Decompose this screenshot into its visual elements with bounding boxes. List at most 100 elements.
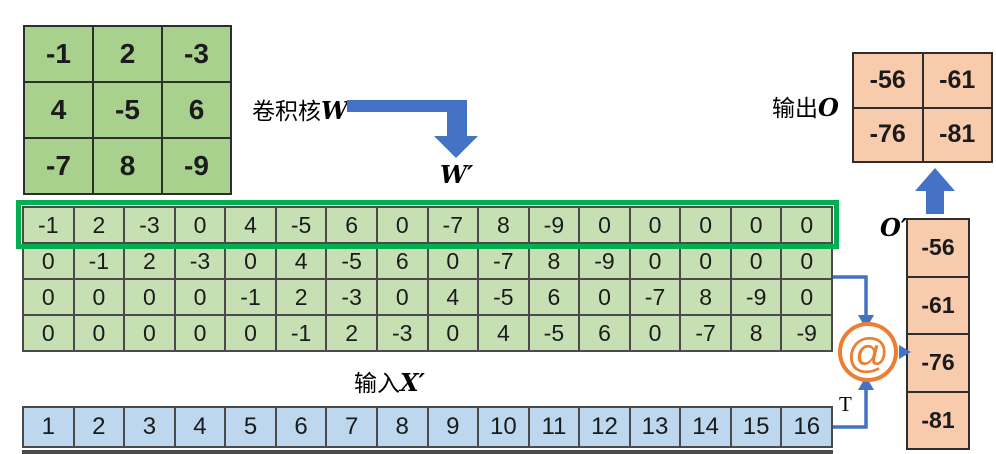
toeplitz-cell: -1	[226, 280, 275, 314]
input-label: 输入X′	[354, 364, 425, 398]
toeplitz-cell: -1	[276, 316, 326, 350]
kernel-to-wprime-elbow-arrow	[347, 100, 478, 158]
oprime-to-output-arrow	[915, 168, 955, 214]
output-cell: -76	[854, 108, 922, 161]
o-prime-cell: -61	[908, 277, 968, 333]
kernel-cell: -9	[163, 139, 230, 193]
input-cell: 6	[276, 408, 326, 446]
toeplitz-cell: 0	[630, 316, 680, 350]
toeplitz-cell: 0	[74, 280, 124, 314]
toeplitz-cell: 0	[428, 244, 478, 278]
toeplitz-cell: 0	[175, 208, 225, 242]
toeplitz-cell: 0	[630, 208, 680, 242]
toeplitz-cell: 0	[24, 244, 73, 278]
toeplitz-cell: 6	[377, 244, 427, 278]
input-cell: 1	[24, 408, 73, 446]
toeplitz-cell: 0	[731, 244, 781, 278]
toeplitz-cell: -3	[377, 316, 427, 350]
toeplitz-cell: 0	[580, 208, 629, 242]
input-label-var: X′	[400, 368, 425, 397]
toeplitz-cell: 8	[681, 280, 730, 314]
toeplitz-cell: 2	[74, 208, 124, 242]
transpose-label: T	[839, 392, 852, 416]
toeplitz-cell: 0	[731, 208, 781, 242]
toeplitz-cell: 0	[175, 316, 225, 350]
kernel-cell: -3	[163, 27, 230, 81]
toeplitz-cell: 0	[74, 316, 124, 350]
output-matrix: -56-61-76-81	[852, 52, 993, 163]
matrix-to-matmul-connector	[833, 275, 868, 317]
toeplitz-cell: 0	[125, 280, 174, 314]
input-cell: 5	[226, 408, 275, 446]
kernel-label: 卷积核W	[252, 92, 348, 126]
cropped-edge-strip	[22, 450, 833, 454]
toeplitz-cell: 0	[681, 208, 730, 242]
input-cell: 10	[479, 408, 528, 446]
toeplitz-cell: 0	[175, 280, 225, 314]
kernel-cell: 6	[163, 83, 230, 137]
matmul-circle	[838, 322, 898, 382]
toeplitz-cell: 0	[782, 208, 831, 242]
toeplitz-cell: 0	[630, 244, 680, 278]
output-cell: -61	[923, 54, 991, 107]
kernel-cell: -7	[25, 139, 92, 193]
toeplitz-cell: -3	[175, 244, 225, 278]
output-cell: -56	[854, 54, 922, 107]
toeplitz-cell: 0	[226, 316, 275, 350]
toeplitz-cell: 0	[428, 316, 478, 350]
toeplitz-cell: 4	[428, 280, 478, 314]
o-prime-cell: -76	[908, 335, 968, 391]
output-cell: -81	[923, 108, 991, 161]
input-cell: 8	[377, 408, 427, 446]
toeplitz-cell: 8	[529, 244, 579, 278]
output-label-var: O	[818, 93, 839, 122]
toeplitz-cell: -5	[529, 316, 579, 350]
toeplitz-cell: 0	[226, 244, 275, 278]
kernel-label-var: W	[321, 96, 348, 125]
toeplitz-cell: -3	[125, 208, 174, 242]
kernel-label-text: 卷积核	[252, 98, 321, 124]
toeplitz-cell: 4	[479, 316, 528, 350]
input-cell: 9	[428, 408, 478, 446]
o-prime-vector: -56-61-76-81	[906, 218, 970, 450]
input-cell: 15	[731, 408, 781, 446]
matmul-at-symbol: @	[847, 330, 890, 377]
toeplitz-cell: -7	[479, 244, 528, 278]
toeplitz-cell: 0	[580, 280, 629, 314]
o-prime-cell: -56	[908, 220, 968, 276]
toeplitz-cell: 2	[327, 316, 376, 350]
matmul-up-arrowhead	[858, 376, 874, 390]
toeplitz-cell: 8	[731, 316, 781, 350]
input-cell: 2	[74, 408, 124, 446]
input-cell: 14	[681, 408, 730, 446]
toeplitz-cell: 0	[782, 280, 831, 314]
kernel-cell: -1	[25, 27, 92, 81]
toeplitz-cell: -9	[731, 280, 781, 314]
output-label: 输出O	[772, 89, 839, 123]
matmul-down-arrowhead	[858, 315, 874, 329]
toeplitz-cell: 4	[226, 208, 275, 242]
toeplitz-cell: -9	[580, 244, 629, 278]
toeplitz-cell: -5	[327, 244, 376, 278]
toeplitz-cell: -3	[327, 280, 376, 314]
toeplitz-cell: -7	[630, 280, 680, 314]
toeplitz-cell: 2	[125, 244, 174, 278]
toeplitz-cell: -7	[428, 208, 478, 242]
input-cell: 3	[125, 408, 174, 446]
toeplitz-cell: 0	[782, 244, 831, 278]
input-cell: 11	[529, 408, 579, 446]
input-cell: 12	[580, 408, 629, 446]
toeplitz-cell: -1	[24, 208, 73, 242]
toeplitz-cell: 6	[580, 316, 629, 350]
kernel-cell: -5	[94, 83, 161, 137]
input-label-text: 输入	[354, 370, 400, 396]
input-cell: 13	[630, 408, 680, 446]
toeplitz-cell: 0	[24, 316, 73, 350]
toeplitz-cell: -9	[782, 316, 831, 350]
kernel-cell: 8	[94, 139, 161, 193]
o-prime-label: O′	[880, 213, 908, 242]
